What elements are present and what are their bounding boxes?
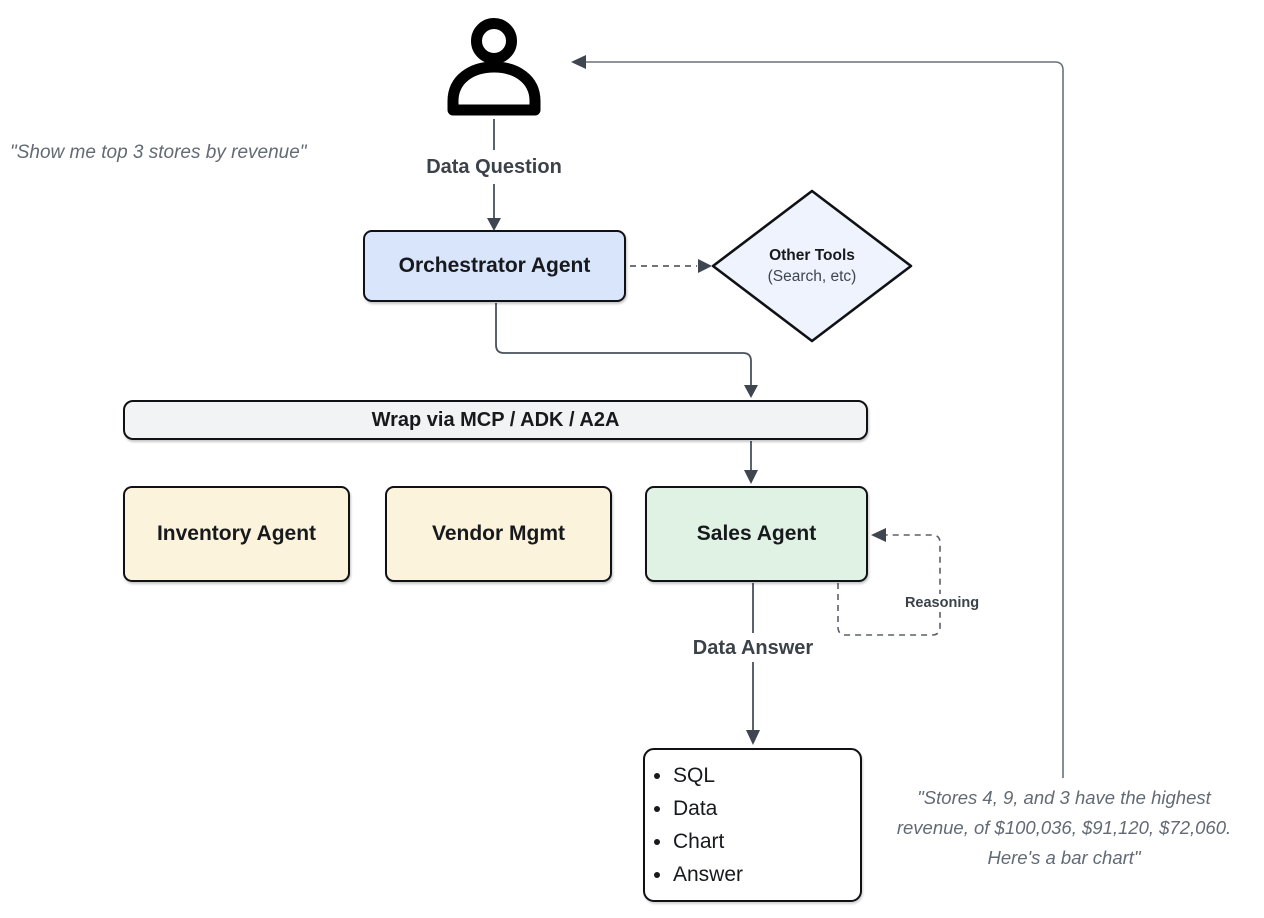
user-question-quote: "Show me top 3 stores by revenue" xyxy=(10,142,307,163)
output-list: SQL Data Chart Answer xyxy=(655,764,860,887)
sales-agent-node: Sales Agent xyxy=(645,486,868,582)
output-item-chart: Chart xyxy=(673,830,860,854)
other-tools-title: Other Tools xyxy=(769,247,855,264)
reasoning-loop xyxy=(837,528,941,636)
arrow-wrap-bar-to-sales xyxy=(744,441,758,484)
output-item-sql: SQL xyxy=(673,764,860,788)
other-tools-label: Other Tools (Search, etc) xyxy=(722,245,902,287)
data-question-label: Data Question xyxy=(426,156,562,178)
wrap-mcp-adk-a2a-bar: Wrap via MCP / ADK / A2A xyxy=(123,400,868,440)
orchestrator-agent-node: Orchestrator Agent xyxy=(363,230,626,302)
data-answer-label: Data Answer xyxy=(692,637,814,659)
other-tools-subtitle: (Search, etc) xyxy=(767,268,857,285)
agent-answer-quote-line3: Here's a bar chart" xyxy=(987,847,1141,868)
agent-answer-quote-line2: revenue, of $100,036, $91,120, $72,060. xyxy=(896,817,1232,838)
arrow-answer-to-user xyxy=(571,55,1064,778)
other-tools-diamond xyxy=(711,189,913,343)
output-item-data: Data xyxy=(673,797,860,821)
inventory-agent-node: Inventory Agent xyxy=(123,486,350,582)
arrow-orchestrator-to-other-tools xyxy=(630,259,712,273)
agent-answer-quote: "Stores 4, 9, and 3 have the highest rev… xyxy=(868,783,1260,873)
vendor-mgmt-node: Vendor Mgmt xyxy=(385,486,612,582)
agent-answer-quote-line1: "Stores 4, 9, and 3 have the highest xyxy=(917,787,1211,808)
arrow-user-to-orchestrator xyxy=(487,119,501,231)
reasoning-label: Reasoning xyxy=(894,594,990,612)
output-box: SQL Data Chart Answer xyxy=(643,748,862,902)
output-item-answer: Answer xyxy=(673,863,860,887)
user-icon xyxy=(447,18,541,116)
arrow-orchestrator-to-wrap-bar xyxy=(495,303,758,398)
arrow-sales-to-output xyxy=(746,583,760,745)
